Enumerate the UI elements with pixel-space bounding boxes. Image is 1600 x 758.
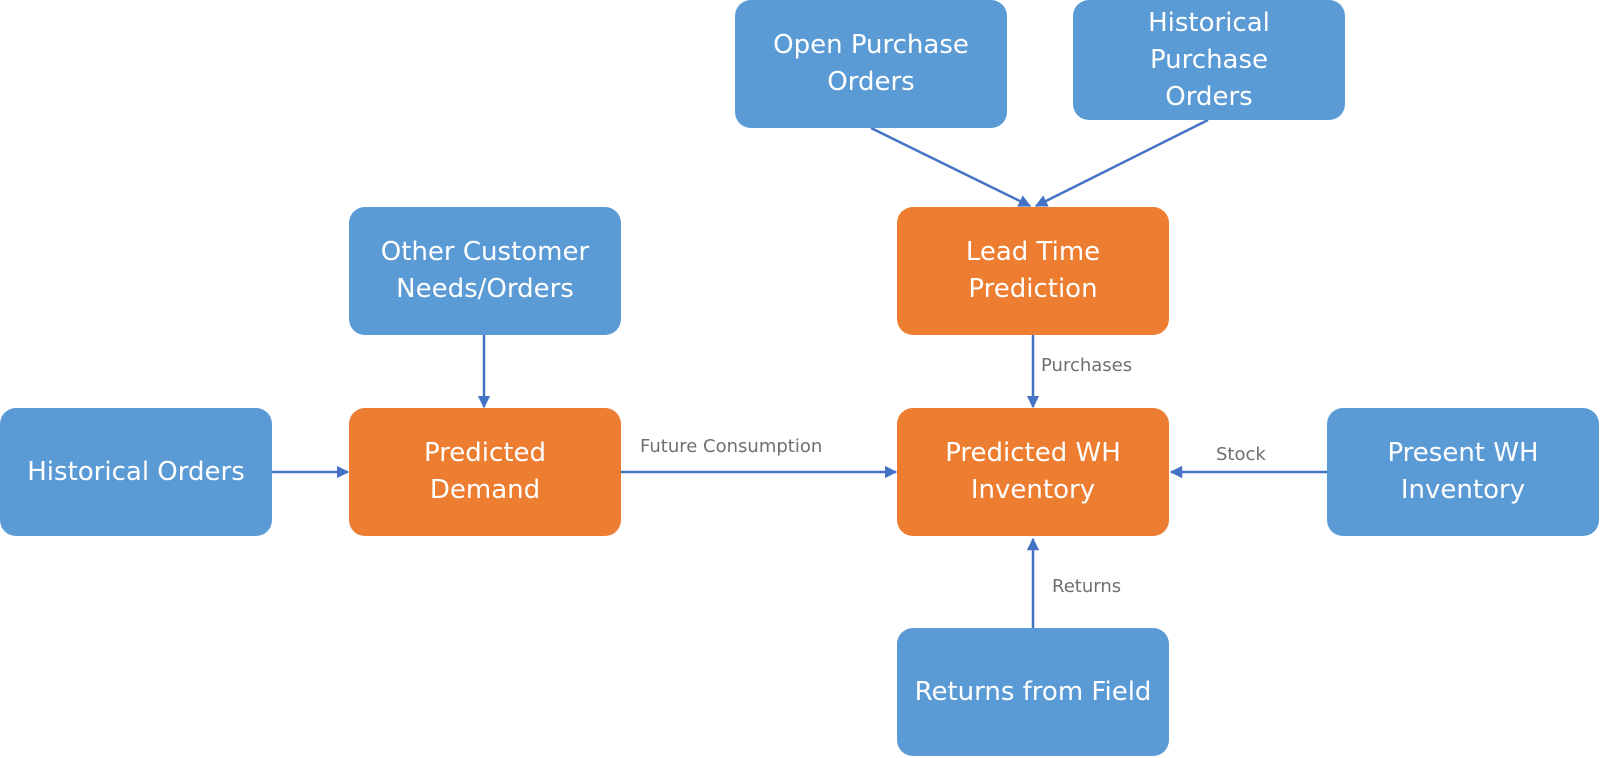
other-customer-needs-node: Other Customer Needs/Orders bbox=[349, 207, 621, 335]
lead-time-prediction-node: Lead Time Prediction bbox=[897, 207, 1169, 335]
historical-purchase-orders-node: Historical Purchase Orders bbox=[1073, 0, 1345, 120]
purchases-label: Purchases bbox=[1041, 355, 1133, 376]
returns-label: Returns bbox=[1052, 576, 1122, 597]
future-consumption-label: Future Consumption bbox=[640, 436, 823, 457]
predicted-demand-node: Predicted Demand bbox=[349, 408, 621, 536]
present-wh-inventory-node: Present WH Inventory bbox=[1327, 408, 1599, 536]
stock-label: Stock bbox=[1216, 444, 1266, 465]
arrow-open-purchase-orders-to-lead-time bbox=[870, 126, 1032, 208]
predicted-wh-inventory-node: Predicted WH Inventory bbox=[897, 408, 1169, 536]
open-purchase-orders-node: Open Purchase Orders bbox=[735, 0, 1007, 128]
historical-orders-node: Historical Orders bbox=[0, 408, 272, 536]
returns-from-field-node: Returns from Field bbox=[897, 628, 1169, 756]
arrow-historical-purchase-orders-to-lead-time bbox=[1034, 118, 1209, 208]
